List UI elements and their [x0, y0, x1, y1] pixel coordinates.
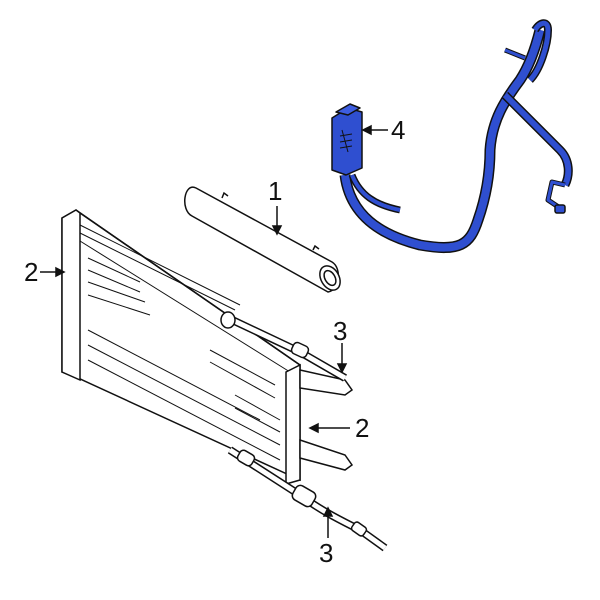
callout-3-lower: 3 — [319, 538, 334, 568]
callout-3-upper: 3 — [333, 316, 348, 346]
callout-4: 4 — [391, 115, 406, 145]
hose-assembly-highlighted[interactable] — [331, 19, 573, 254]
callout-2-left: 2 — [24, 257, 39, 287]
callout-1: 1 — [268, 176, 283, 206]
oil-cooler[interactable] — [61, 209, 354, 485]
callout-arrows — [40, 124, 388, 538]
callout-2-right: 2 — [355, 413, 370, 443]
cooler-tube[interactable] — [184, 186, 345, 294]
